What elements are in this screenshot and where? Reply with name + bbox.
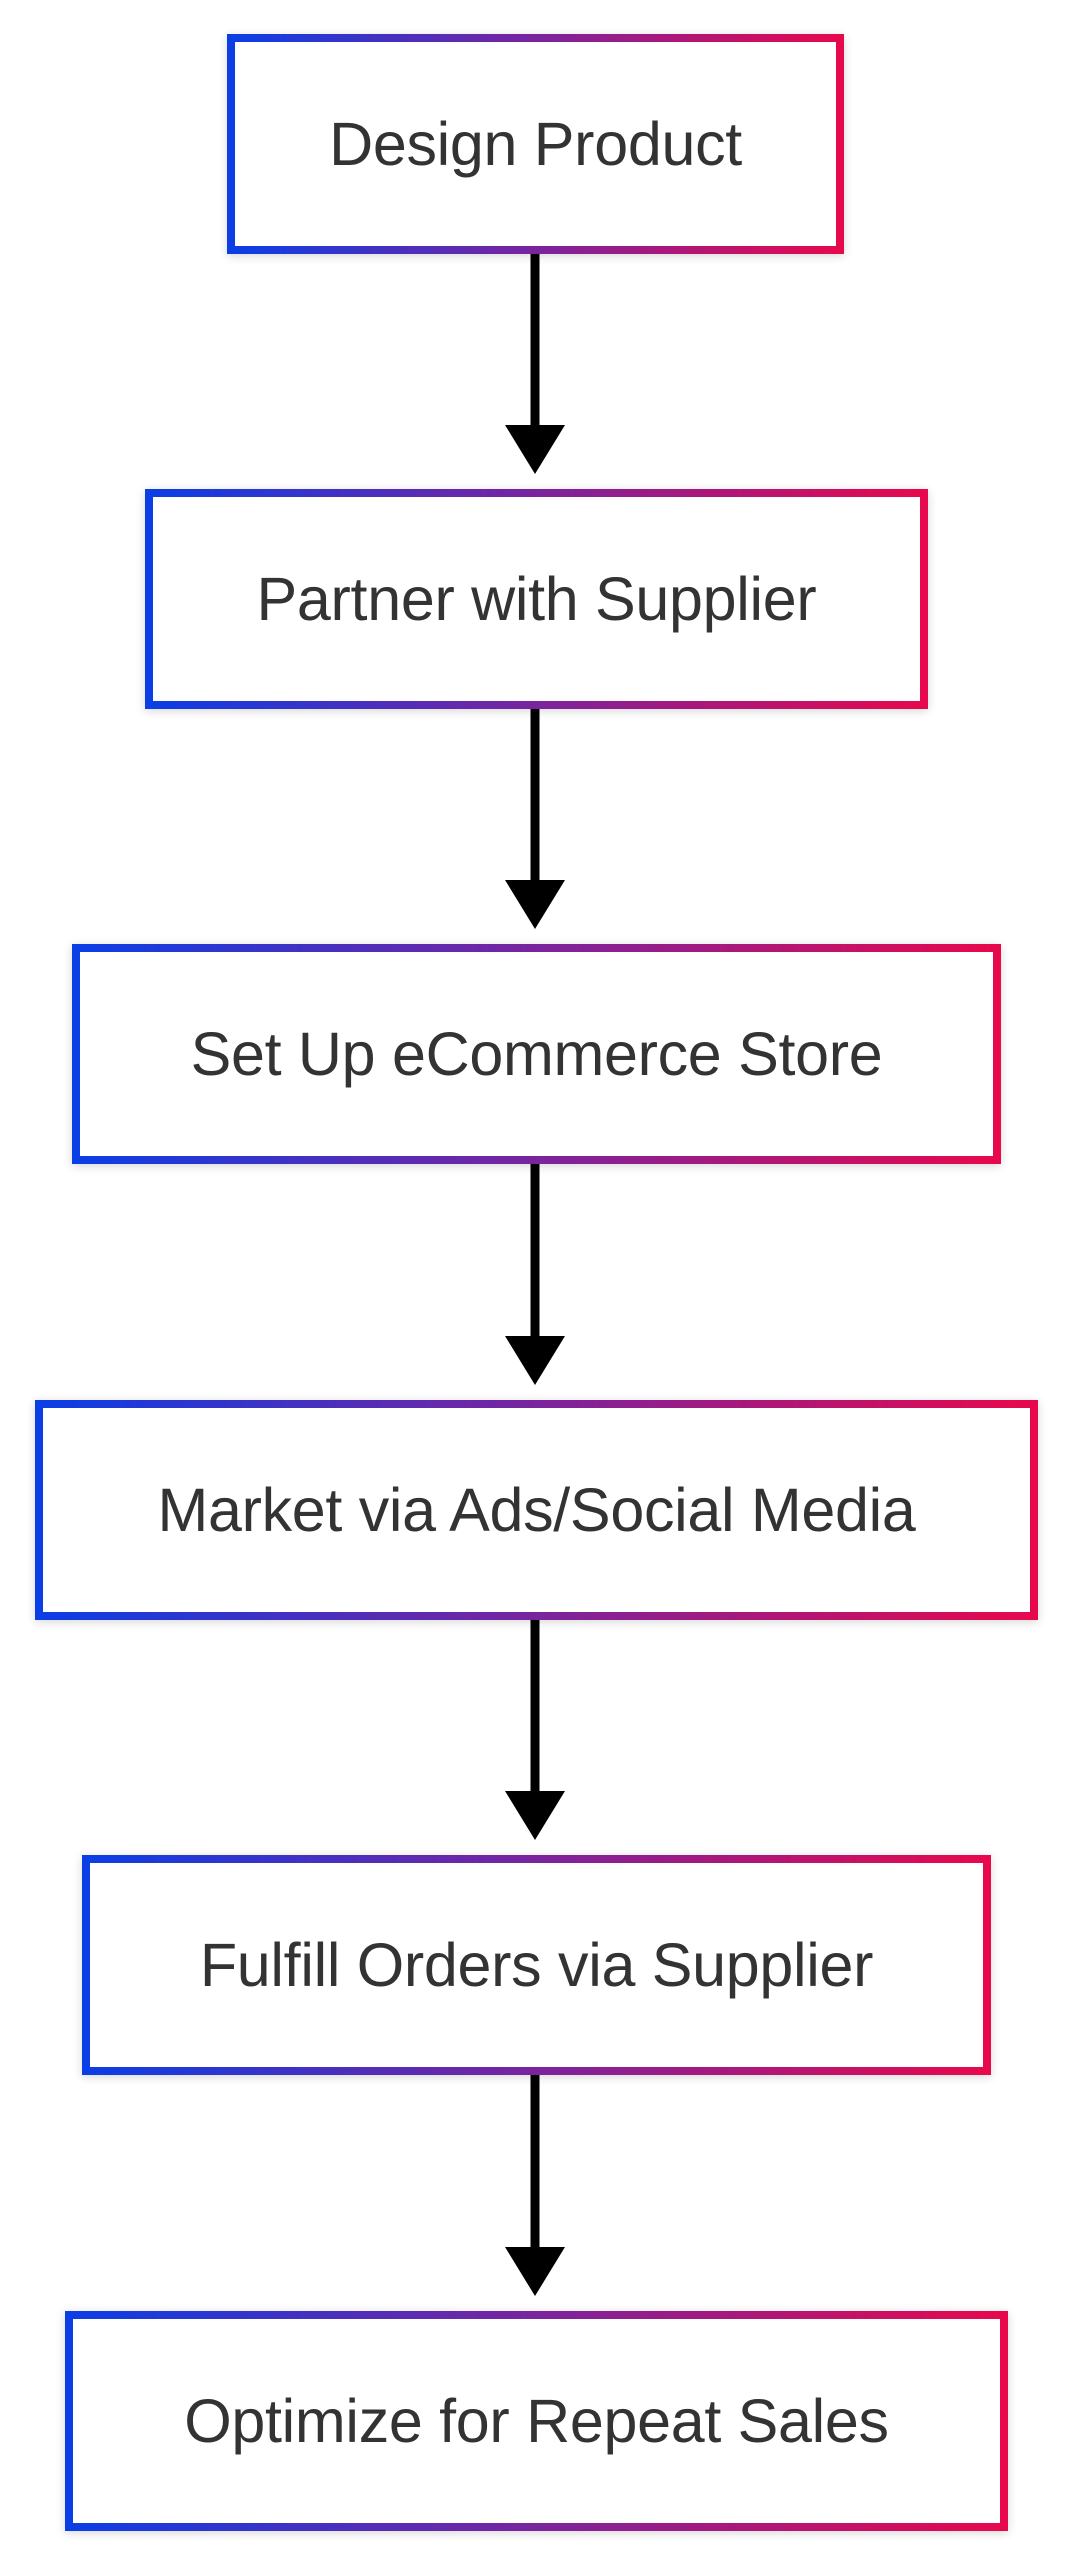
arrow-design-to-partner	[505, 254, 565, 474]
node-partner-with-supplier: Partner with Supplier	[145, 489, 928, 709]
arrowhead	[505, 2247, 565, 2296]
node-label: Fulfill Orders via Supplier	[199, 1930, 874, 1999]
node-label: Optimize for Repeat Sales	[184, 2386, 889, 2455]
node-design-product: Design Product	[227, 34, 844, 254]
node-set-up-ecommerce-store: Set Up eCommerce Store	[72, 944, 1001, 1164]
node-optimize-for-repeat-sales: Optimize for Repeat Sales	[65, 2311, 1008, 2531]
arrow-partner-to-store	[505, 709, 565, 929]
arrowhead	[505, 1791, 565, 1840]
arrow-market-to-fulfill	[505, 1620, 565, 1840]
arrowhead	[505, 425, 565, 474]
node-label: Partner with Supplier	[256, 564, 817, 633]
node-label: Design Product	[329, 109, 742, 178]
arrowhead	[505, 1336, 565, 1385]
node-label: Set Up eCommerce Store	[190, 1019, 883, 1088]
node-market-via-ads-social-media: Market via Ads/Social Media	[35, 1400, 1038, 1620]
node-fulfill-orders-via-supplier: Fulfill Orders via Supplier	[82, 1855, 991, 2075]
arrow-fulfill-to-optimize	[505, 2075, 565, 2296]
node-label: Market via Ads/Social Media	[157, 1475, 916, 1544]
arrowhead	[505, 880, 565, 929]
arrow-store-to-market	[505, 1164, 565, 1385]
